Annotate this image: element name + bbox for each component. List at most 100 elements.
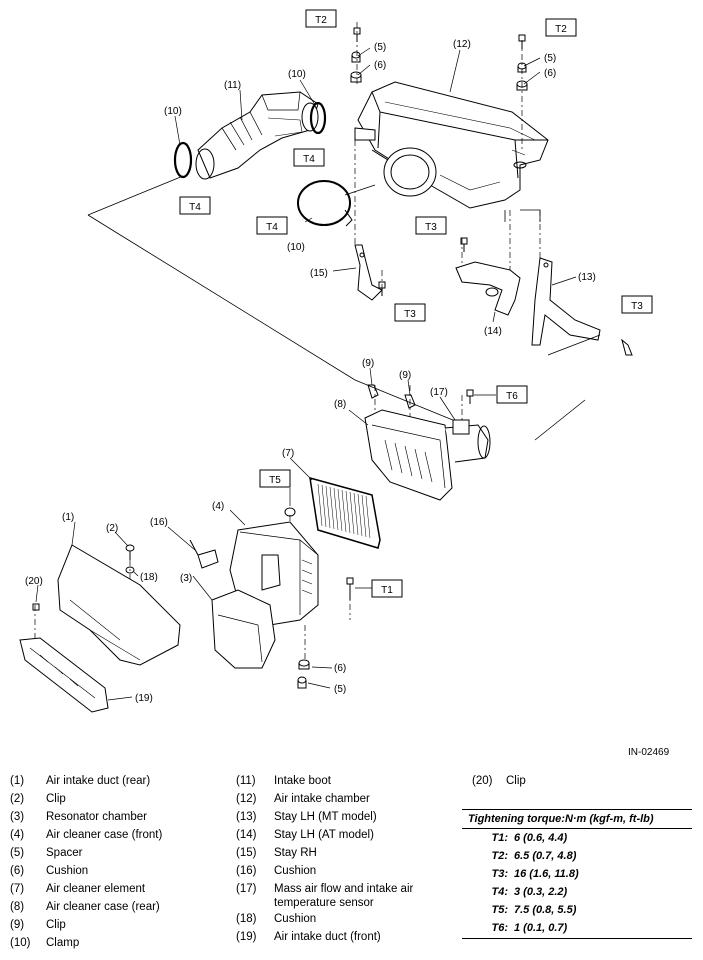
torque-tag: T2: (491, 850, 509, 862)
callout-1: (1) (62, 512, 74, 523)
legend-item: (14)Stay LH (AT model) (236, 826, 439, 844)
legend-item-number: (11) (236, 775, 256, 787)
torque-table-heading: Tightening torque:N·m (kgf-m, ft-lb) (462, 809, 692, 829)
legend-item: (3)Resonator chamber (10, 808, 162, 826)
torque-value: 3 (0.3, 2.2) (514, 886, 568, 898)
stay-lh-mt-part (531, 257, 601, 346)
torque-row: T1:6 (0.6, 4.4) (462, 829, 692, 847)
legend-item-name: Air intake chamber (274, 793, 370, 805)
legend-item: (20)Clip (472, 772, 526, 790)
legend-item-name: Clip (46, 919, 66, 931)
callout-2: (2) (106, 523, 118, 534)
torque-table: Tightening torque:N·m (kgf-m, ft-lb) T1:… (462, 809, 692, 939)
air-intake-duct-front-part (19, 637, 109, 713)
callout-15: (15) (310, 268, 328, 279)
callout-4: (4) (212, 501, 224, 512)
torque-tag: T6: (491, 922, 509, 934)
torque-tag: T1: (491, 832, 509, 844)
callout-6-bottom: (6) (334, 663, 346, 674)
callout-19: (19) (135, 693, 153, 704)
torque-value: 16 (1.6, 11.8) (514, 868, 579, 880)
legend-item-number: (1) (10, 775, 25, 787)
legend-item: (18) Cushion (236, 910, 439, 928)
legend-item-number: (2) (10, 793, 25, 805)
torque-tag-t4-lower: T4 (266, 222, 278, 233)
legend-item-name: Cushion (274, 913, 317, 925)
torque-value: 1 (0.1, 0.7) (514, 922, 568, 934)
torque-tag-t2-top: T2 (315, 15, 327, 26)
legend-item-number: (19) (236, 931, 257, 943)
torque-tag-t3-stay15: T3 (404, 309, 416, 320)
legend-item-name: Stay LH (MT model) (274, 811, 377, 823)
legend-column-1: (1)Air intake duct (rear)(2)Clip(3)Reson… (10, 772, 162, 952)
torque-table-rows: T1:6 (0.6, 4.4) T2: 6.5 (0.7, 4.8) T3: 16 (1… (462, 829, 692, 937)
clamp-mid-part (309, 101, 327, 135)
figure-id: IN-02469 (628, 747, 670, 758)
legend-item: (17)Mass air flow and intake air tempera… (236, 880, 439, 910)
callout-3: (3) (180, 573, 192, 584)
legend-item-name: Air cleaner element (46, 883, 146, 895)
clamp-left-part (173, 141, 193, 179)
legend-item: (4)Air cleaner case (front) (10, 826, 162, 844)
torque-row: T2: 6.5 (0.7, 4.8) (462, 847, 692, 865)
torque-tag-t3-stay14: T3 (425, 222, 437, 233)
torque-value: 6.5 (0.7, 4.8) (514, 850, 577, 862)
torque-tag: T3: (491, 868, 509, 880)
stay-rh-part (354, 244, 383, 301)
callout-5-top: (5) (374, 42, 386, 53)
callout-5-bottom: (5) (334, 684, 346, 695)
legend-item-number: (6) (10, 865, 25, 877)
torque-row: T4:3 (0.3, 2.2) (462, 883, 692, 901)
legend-item: (19) Air intake duct (front) (236, 928, 439, 946)
callout-10-lower: (10) (287, 242, 305, 253)
clamp-lower-part (297, 180, 351, 226)
callout-8: (8) (334, 399, 346, 410)
legend-item-name: Clip (506, 775, 526, 787)
torque-tag-t2-right: T2 (555, 24, 567, 35)
legend-item-number: (8) (10, 901, 25, 913)
torque-tag-t4-boot: T4 (303, 154, 315, 165)
legend-item-number: (12) (236, 793, 257, 805)
legend-item-number: (9) (10, 919, 25, 931)
callout-18: (18) (140, 572, 158, 583)
legend-item: (9) Clip (10, 916, 162, 934)
legend-item-number: (5) (10, 847, 25, 859)
torque-row: T5:7.5 (0.8, 5.5) (462, 901, 692, 919)
legend-item-name: Stay RH (274, 847, 317, 859)
legend-item-number: (16) (236, 865, 257, 877)
legend-item: (10)Clamp (10, 934, 162, 952)
legend-item: (11)Intake boot (236, 772, 439, 790)
callout-6-right: (6) (544, 68, 556, 79)
legend-item-name: Spacer (46, 847, 83, 859)
air-intake-chamber-part (354, 81, 549, 209)
callout-6-top: (6) (374, 60, 386, 71)
legend-item-number: (4) (10, 829, 25, 841)
legend-item-number: (17) (236, 883, 257, 895)
cushion-16-part (189, 539, 219, 569)
legend-item-number: (7) (10, 883, 25, 895)
torque-tag-t3-stay13: T3 (631, 301, 643, 312)
torque-row: T3: 16 (1.6, 11.8) (462, 865, 692, 883)
torque-tag-t1: T1 (381, 585, 393, 596)
torque-tag-t6: T6 (506, 391, 518, 402)
legend-item-name: Cushion (274, 865, 317, 877)
resonator-chamber-part (211, 589, 276, 669)
callout-10-left: (10) (164, 106, 182, 117)
torque-tag-t4-left: T4 (189, 202, 201, 213)
callout-10-top: (10) (288, 69, 306, 80)
legend-item-number: (18) (236, 913, 257, 925)
legend-item-name: Air intake duct (front) (274, 931, 381, 943)
torque-tag-t5: T5 (269, 475, 281, 486)
callout-16: (16) (150, 517, 168, 528)
legend-item: (1)Air intake duct (rear) (10, 772, 162, 790)
bolt-hardware (32, 27, 633, 689)
exploded-view-diagram: T2 T2 T4 T4 T4 T3 T3 T3 T6 T5 T1 (1) (2)… (19, 9, 653, 713)
legend-item-name: Cushion (46, 865, 89, 877)
legend-item: (2)Clip (10, 790, 162, 808)
legend-item-number: (15) (236, 847, 257, 859)
callout-9-left: (9) (362, 358, 374, 369)
air-intake-duct-rear-part (57, 544, 181, 666)
callout-9-right: (9) (399, 370, 411, 381)
legend-item: (6) Cushion (10, 862, 162, 880)
callout-7: (7) (282, 448, 294, 459)
